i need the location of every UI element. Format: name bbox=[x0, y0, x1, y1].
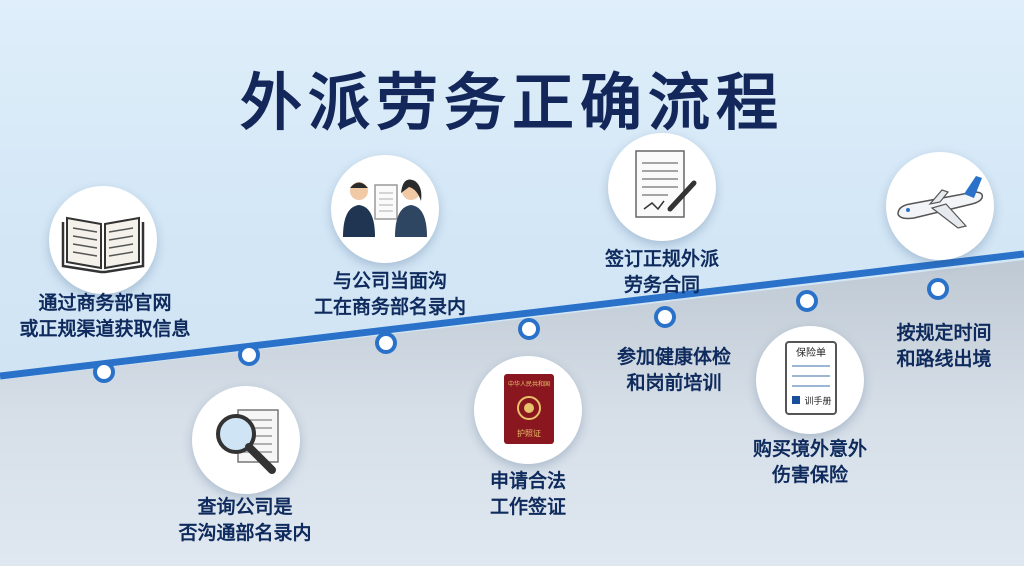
insurance-footer-text: 训手册 bbox=[804, 395, 831, 407]
step-2-label-line2: 否沟通部名录内 bbox=[178, 522, 312, 544]
insurance-title-text: 保险单 bbox=[796, 346, 826, 359]
step-3-icon-circle bbox=[331, 155, 439, 263]
step-5-label-line1: 签订正规外派 bbox=[604, 248, 719, 270]
timeline-node-2 bbox=[238, 344, 260, 366]
timeline-node-6 bbox=[796, 290, 818, 312]
passport-top-text: 中华人民共和国 bbox=[508, 380, 550, 388]
step-2-icon-circle bbox=[192, 386, 300, 494]
step-7-label-line2: 伤害保险 bbox=[771, 464, 848, 486]
step-8-label: 按规定时间 和路线出境 bbox=[864, 320, 1024, 372]
timeline-node-3 bbox=[375, 332, 397, 354]
step-3-label-line2: 工在商务部名录内 bbox=[313, 296, 466, 318]
step-6-label-line2: 和岗前培训 bbox=[626, 372, 722, 394]
step-8-label-line1: 按规定时间 bbox=[896, 322, 992, 344]
step-5-label: 签订正规外派 劳务合同 bbox=[582, 246, 742, 298]
step-1-icon-circle bbox=[49, 186, 157, 294]
step-4-label-line1: 申请合法 bbox=[489, 470, 566, 492]
meeting-people-icon bbox=[343, 179, 427, 237]
step-1-label-line1: 通过商务部官网 bbox=[38, 292, 172, 314]
timeline-node-1 bbox=[93, 361, 115, 383]
step-1-label: 通过商务部官网 或正规渠道获取信息 bbox=[0, 290, 210, 342]
open-book-icon bbox=[61, 216, 145, 274]
passport-bottom-text: 护照证 bbox=[517, 428, 541, 438]
step-6-label: 参加健康体检 和岗前培训 bbox=[594, 344, 754, 396]
timeline-node-4 bbox=[518, 318, 540, 340]
step-8-icon-circle bbox=[886, 152, 994, 260]
step-7-label: 购买境外意外 伤害保险 bbox=[730, 436, 890, 488]
step-6-label-line1: 参加健康体检 bbox=[616, 346, 731, 368]
contract-signing-icon bbox=[635, 150, 697, 218]
step-3-label-line1: 与公司当面沟 bbox=[332, 270, 447, 292]
insurance-document-icon: 保险单 训手册 bbox=[785, 341, 837, 415]
step-7-icon-circle: 保险单 训手册 bbox=[756, 326, 864, 434]
step-5-label-line2: 劳务合同 bbox=[623, 274, 700, 296]
step-4-icon-circle: 中华人民共和国 护照证 bbox=[474, 356, 582, 464]
timeline-node-7 bbox=[927, 278, 949, 300]
timeline-node-5 bbox=[654, 306, 676, 328]
passport-icon: 中华人民共和国 护照证 bbox=[504, 374, 554, 444]
step-5-icon-circle bbox=[608, 133, 716, 241]
step-4-label: 申请合法 工作签证 bbox=[448, 468, 608, 520]
airplane-icon bbox=[897, 176, 984, 229]
timeline-track bbox=[0, 250, 1024, 380]
step-2-label: 查询公司是 否沟通部名录内 bbox=[150, 494, 340, 546]
step-3-label: 与公司当面沟 工在商务部名录内 bbox=[290, 268, 490, 320]
step-1-label-line2: 或正规渠道获取信息 bbox=[19, 318, 191, 340]
page-title: 外派劳务正确流程 bbox=[239, 66, 784, 139]
step-7-label-line1: 购买境外意外 bbox=[752, 438, 867, 460]
step-8-label-line2: 和路线出境 bbox=[896, 348, 992, 370]
magnifier-document-icon bbox=[216, 409, 279, 474]
step-4-label-line2: 工作签证 bbox=[489, 496, 566, 518]
step-2-label-line1: 查询公司是 bbox=[197, 496, 293, 518]
